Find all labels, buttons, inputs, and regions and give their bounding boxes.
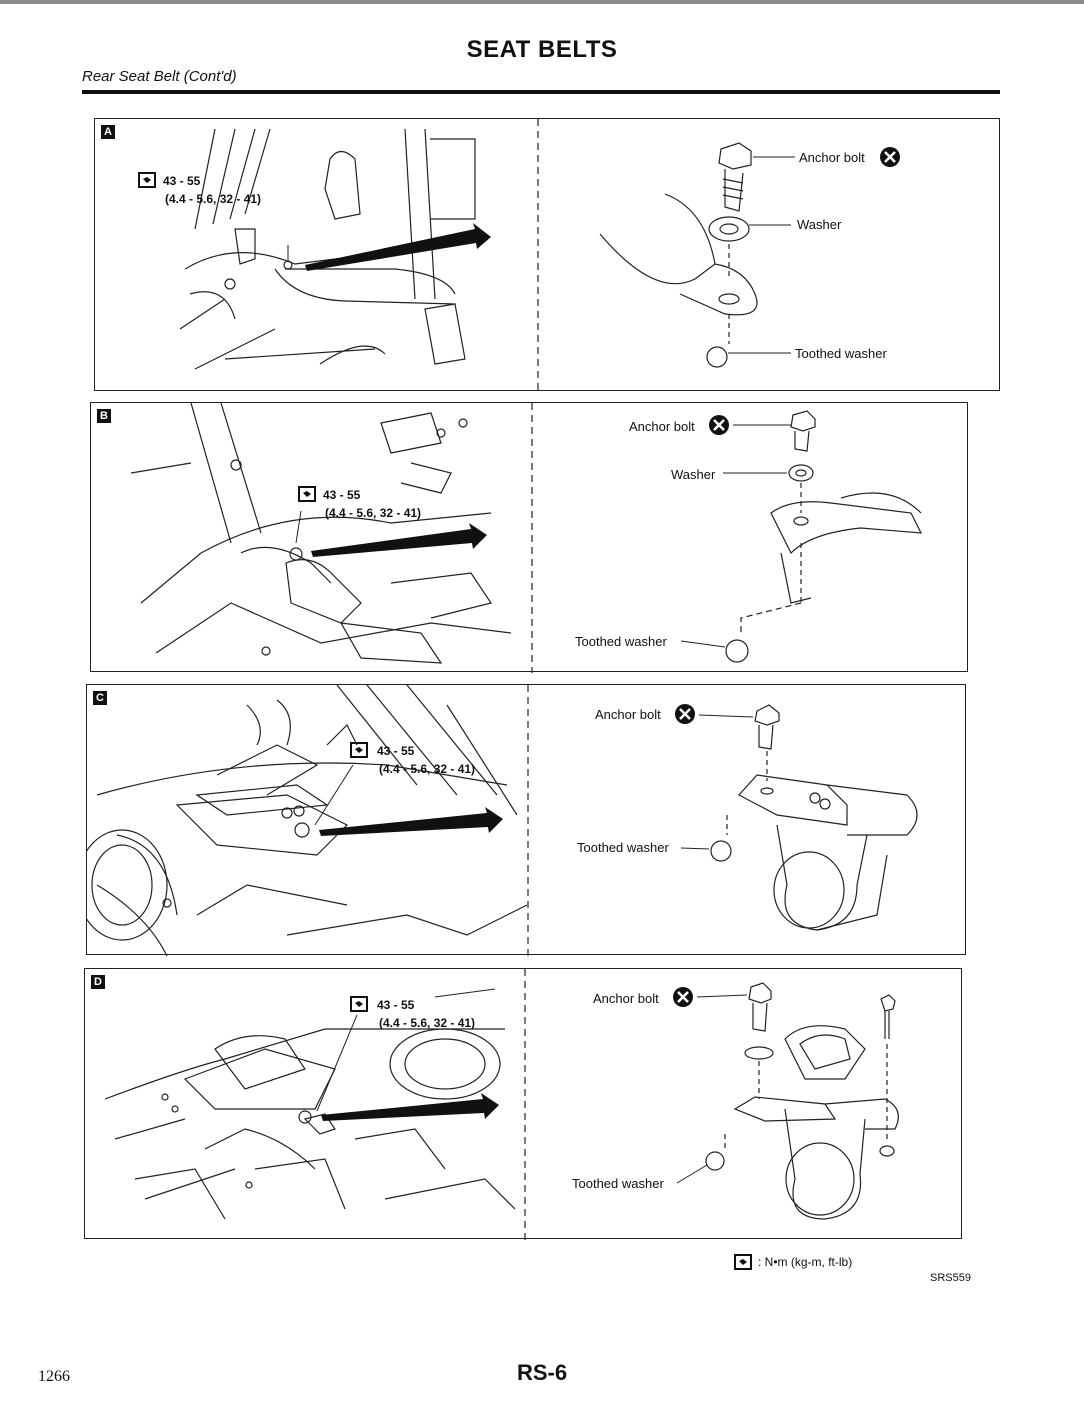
- panel-b-drawing: 43 - 55 (4.4 - 5.6, 32 - 41) Anchor bolt…: [130, 403, 923, 673]
- toothed-washer-label: Toothed washer: [795, 346, 887, 361]
- torque-value: 43 - 55: [377, 744, 415, 758]
- panel-letter: B: [97, 409, 111, 423]
- panel-c-drawing: 43 - 55 (4.4 - 5.6, 32 - 41) Anchor bolt…: [87, 685, 918, 956]
- panel-d: D 43 - 55 (4.4 - 5.6, 32 - 41): [84, 968, 962, 1240]
- legend-text: : N•m (kg-m, ft-lb): [758, 1255, 853, 1269]
- toothed-washer-label: Toothed washer: [577, 840, 669, 855]
- torque-value-alt: (4.4 - 5.6, 32 - 41): [165, 192, 261, 206]
- panel-a: A 43 - 55 (4.4 - 5.6, 32 - 41): [94, 118, 1000, 392]
- panel-b: B 43 - 55 (4.4 - 5.6, 32 - 41): [90, 402, 968, 673]
- page-code: RS-6: [516, 1360, 568, 1385]
- replace-x-icon: [709, 415, 729, 435]
- torque-wrench-icon: [298, 486, 316, 502]
- anchor-bolt-label: Anchor bolt: [595, 707, 661, 722]
- washer-label: Washer: [797, 217, 842, 232]
- panel-letter: A: [101, 125, 115, 139]
- torque-wrench-icon: [350, 742, 368, 758]
- torque-wrench-icon: [138, 172, 156, 188]
- replace-x-icon: [675, 704, 695, 724]
- anchor-bolt-label: Anchor bolt: [593, 991, 659, 1006]
- toothed-washer-label: Toothed washer: [572, 1176, 664, 1191]
- panel-letter: D: [91, 975, 105, 989]
- replace-x-icon: [673, 987, 693, 1007]
- toothed-washer-label: Toothed washer: [575, 634, 667, 649]
- panel-d-drawing: 43 - 55 (4.4 - 5.6, 32 - 41) Anchor bolt: [104, 969, 899, 1240]
- anchor-exploded-view: [705, 982, 899, 1220]
- panel-letter: C: [93, 691, 107, 705]
- anchor-exploded-view: [710, 704, 918, 931]
- figure-code: SRS559: [930, 1272, 971, 1284]
- torque-value: 43 - 55: [163, 174, 201, 188]
- panel-a-drawing: 43 - 55 (4.4 - 5.6, 32 - 41) Anchor bolt…: [138, 119, 900, 392]
- anchor-bolt-label: Anchor bolt: [629, 419, 695, 434]
- torque-value-alt: (4.4 - 5.6, 32 - 41): [379, 1016, 475, 1030]
- floor-sketch: [87, 685, 528, 956]
- top-border: [0, 0, 1084, 4]
- torque-wrench-icon: [734, 1254, 752, 1270]
- direction-arrow: [305, 223, 491, 271]
- section-title: Rear Seat Belt (Cont'd): [82, 68, 237, 85]
- anchor-exploded-view: [599, 142, 758, 368]
- header-rule: [82, 90, 1000, 94]
- torque-value-alt: (4.4 - 5.6, 32 - 41): [379, 762, 475, 776]
- direction-arrow: [319, 807, 503, 836]
- floor-sketch: [104, 1028, 516, 1220]
- floor-sketch: [130, 403, 512, 664]
- page-title: SEAT BELTS: [466, 36, 618, 63]
- page-number: 1266: [38, 1368, 70, 1385]
- torque-legend: : N•m (kg-m, ft-lb): [734, 1254, 852, 1270]
- torque-value: 43 - 55: [323, 488, 361, 502]
- direction-arrow: [311, 523, 487, 557]
- replace-x-icon: [880, 147, 900, 167]
- direction-arrow: [321, 1093, 499, 1121]
- torque-value: 43 - 55: [377, 998, 415, 1012]
- pillar-sketch: [179, 128, 476, 370]
- panel-c: C 43 - 55 (4.4 - 5.6, 32 - 41): [86, 684, 966, 956]
- anchor-bolt-label: Anchor bolt: [799, 150, 865, 165]
- washer-label: Washer: [671, 467, 716, 482]
- torque-value-alt: (4.4 - 5.6, 32 - 41): [325, 506, 421, 520]
- torque-wrench-icon: [350, 996, 368, 1012]
- anchor-exploded-view: [725, 410, 923, 663]
